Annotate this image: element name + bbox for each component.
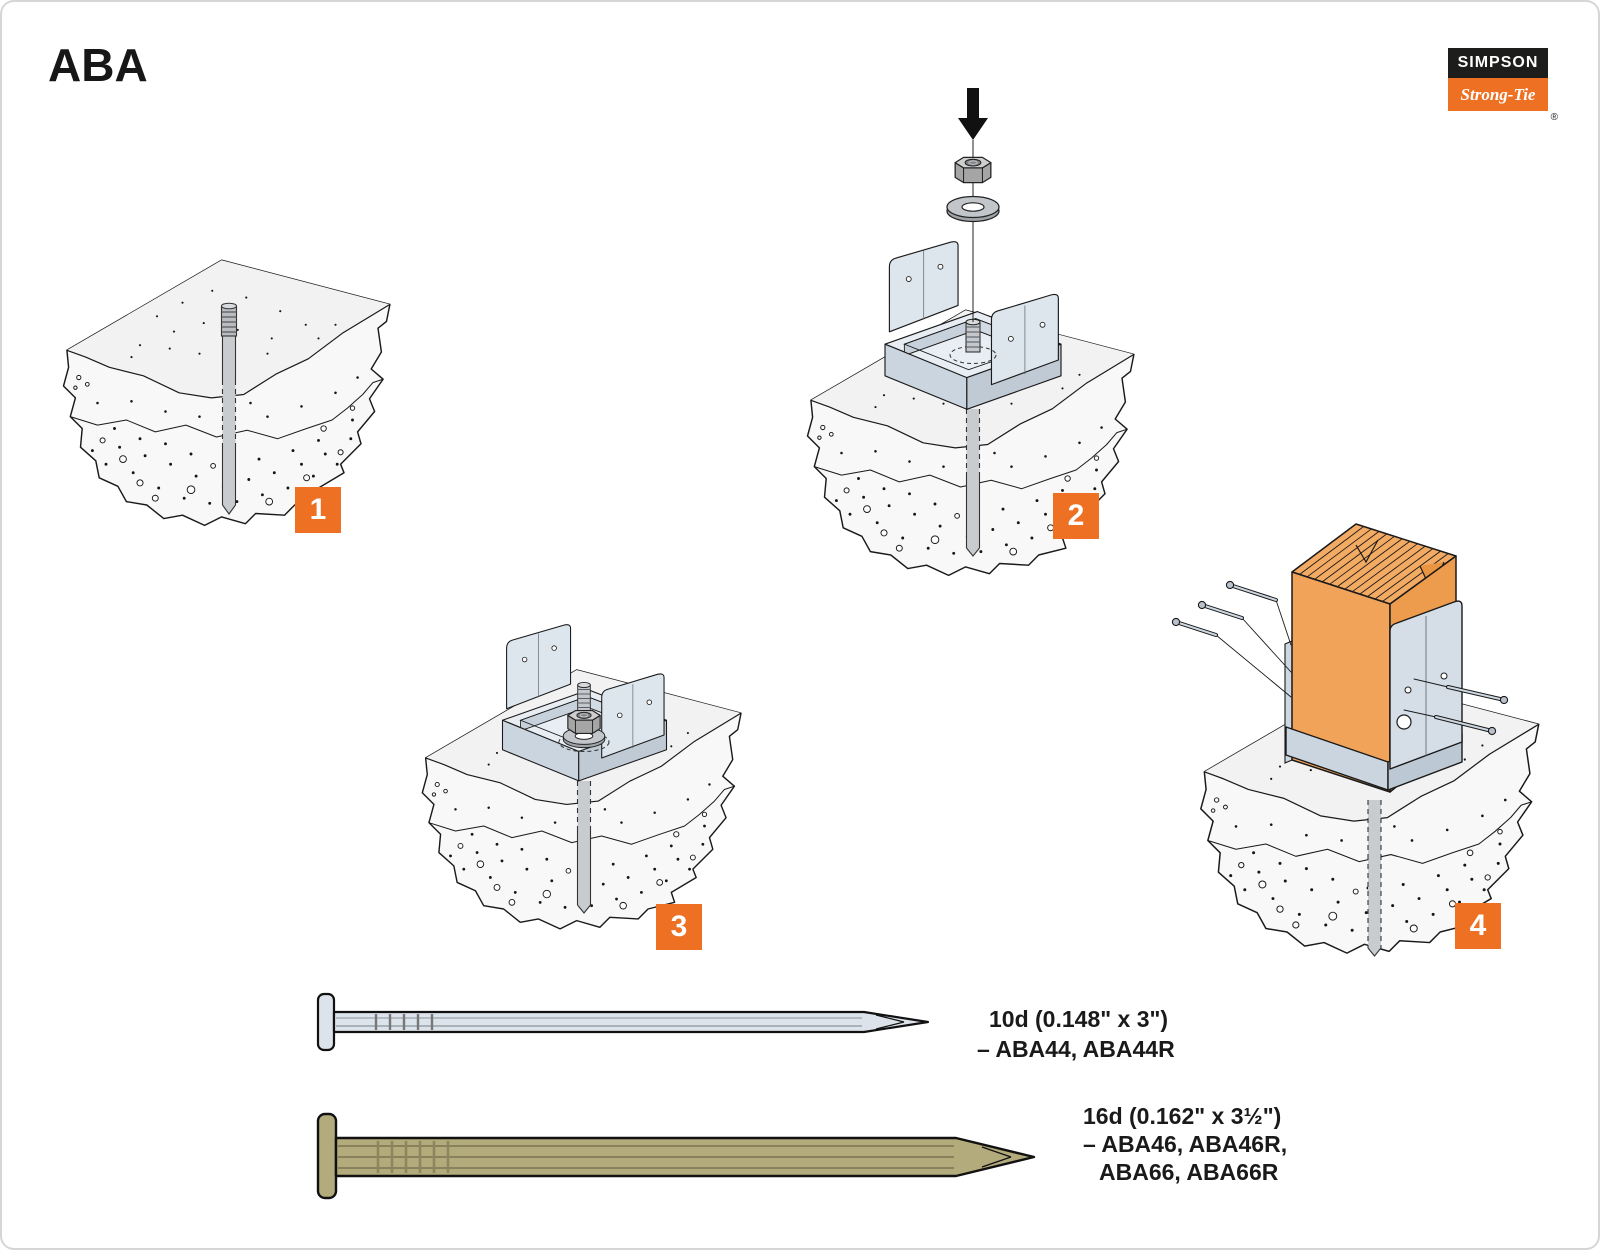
step-3-figure	[421, 624, 742, 930]
anchor-bolt-hidden-shaft	[965, 409, 981, 557]
anchor-bolt-hidden-shaft	[576, 781, 592, 914]
fastener-16d-models-line2: ABA66, ABA66R	[1099, 1159, 1279, 1185]
fastener-10d-models: – ABA44, ABA44R	[977, 1036, 1175, 1062]
simpson-strongtie-logo: SIMPSON Strong-Tie ®	[1448, 48, 1558, 123]
step-1-badge: 1	[295, 487, 341, 533]
step-2-figure	[806, 88, 1135, 577]
nails-right	[1403, 678, 1509, 736]
nail-10d-illustration	[316, 992, 930, 1052]
anchor-bolt-icon	[220, 302, 238, 515]
fastener-16d-size: 16d (0.162" x 3½")	[1083, 1103, 1282, 1129]
bracket-right-plate	[1389, 600, 1463, 770]
page-title: ABA	[48, 39, 148, 91]
arrow-down-icon	[958, 88, 988, 140]
wood-notch	[1355, 539, 1379, 564]
fastener-16d-label: 16d (0.162" x 3½") – ABA46, ABA46R, ABA6…	[1083, 1102, 1287, 1186]
step-1-figure	[62, 259, 391, 527]
step-4-figure	[1171, 523, 1540, 957]
nails-left	[1171, 580, 1292, 698]
fastener-10d-label: 10d (0.148" x 3") – ABA44, ABA44R	[977, 1004, 1175, 1064]
step-3-badge: 3	[656, 904, 702, 950]
fastener-10d-size: 10d (0.148" x 3")	[989, 1006, 1169, 1032]
logo-simpson-text: SIMPSON	[1448, 48, 1548, 78]
anchor-bolt-hidden-shaft	[1367, 800, 1382, 957]
nail-16d-illustration	[316, 1112, 1036, 1200]
registered-trademark-symbol: ®	[1550, 112, 1558, 123]
fastener-16d-models-line1: – ABA46, ABA46R,	[1083, 1131, 1288, 1157]
step-4-badge: 4	[1455, 903, 1501, 949]
logo-strongtie-text: Strong-Tie	[1448, 78, 1548, 111]
step-2-badge: 2	[1053, 493, 1099, 539]
